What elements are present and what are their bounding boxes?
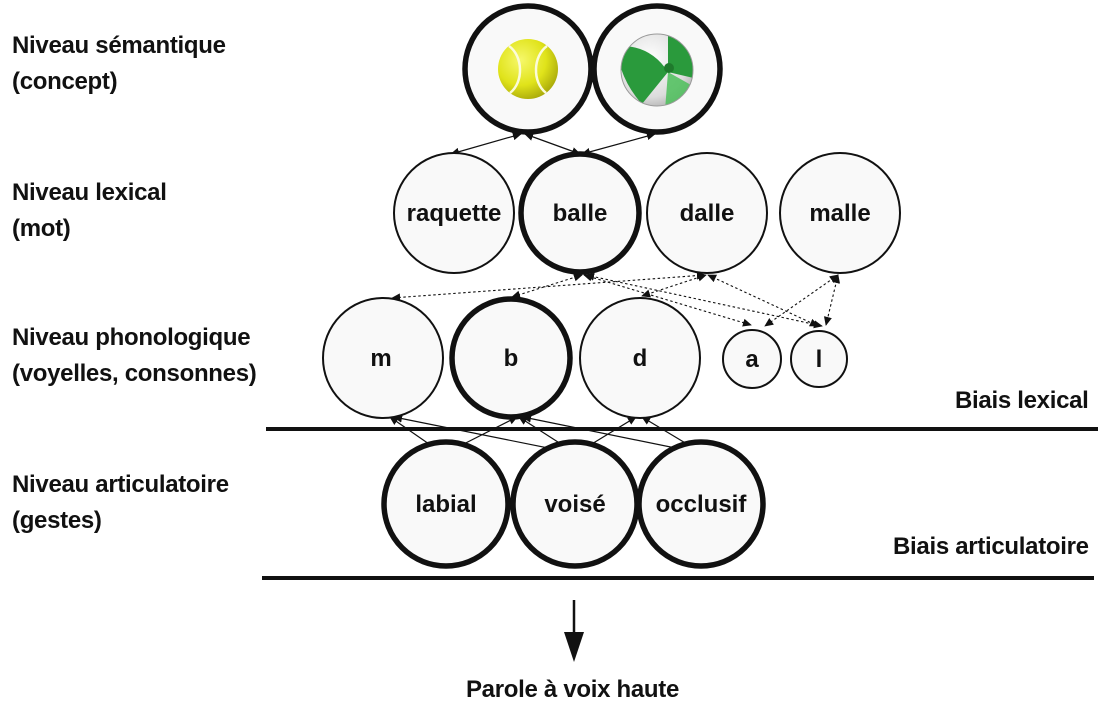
articulatory-node-occlusif: occlusif: [636, 439, 766, 569]
articulatory-level-label: Niveau articulatoire (gestes): [12, 467, 229, 539]
lexical-node-balle: balle: [518, 151, 642, 275]
phonological-node-b: b: [449, 296, 573, 420]
lexical-node-dalle: dalle: [646, 152, 768, 274]
phonological-node-a: a: [722, 329, 782, 389]
semantic-level-title: Niveau sémantique: [12, 32, 226, 59]
phonological-level-title: Niveau phonologique: [12, 324, 251, 351]
phonological-label-a: a: [745, 346, 759, 373]
lexical-level-label: Niveau lexical (mot): [12, 175, 167, 247]
lexical-level-title: Niveau lexical: [12, 179, 167, 206]
articulatory-label-labial: labial: [415, 491, 476, 518]
link-dalle-l: [707, 274, 819, 327]
link-balle-b: [511, 273, 583, 299]
phonological-label-l: l: [816, 346, 823, 373]
link-tennis-raquette: [450, 132, 522, 156]
connections: [389, 132, 841, 456]
articulatory-node-voise: voisé: [510, 439, 640, 569]
lexical-label-dalle: dalle: [680, 200, 735, 227]
phonological-label-d: d: [633, 345, 648, 372]
output-arrow: [564, 600, 584, 662]
link-tennis-balle: [524, 132, 581, 156]
semantic-level-subtitle: (concept): [12, 68, 118, 95]
lexical-bias-label: Biais lexical: [955, 387, 1089, 414]
articulatory-level-subtitle: (gestes): [12, 507, 102, 534]
articulatory-node-labial: labial: [381, 439, 511, 569]
phonological-label-b: b: [504, 345, 519, 372]
phonological-label-m: m: [370, 345, 391, 372]
phonological-node-l: l: [790, 330, 848, 388]
output-label: Parole à voix haute: [465, 676, 680, 703]
concept-node-beach-ball: [591, 3, 723, 135]
phonological-level-subtitle: (voyelles, consonnes): [12, 360, 257, 387]
lexical-label-malle: malle: [809, 200, 870, 227]
lexical-node-raquette: raquette: [393, 152, 515, 274]
link-dalle-d: [641, 273, 707, 298]
articulatory-label-occlusif: occlusif: [656, 491, 748, 518]
articulatory-level-title: Niveau articulatoire: [12, 471, 229, 498]
link-beach-balle: [581, 132, 656, 156]
tennis-ball-icon: [498, 39, 558, 99]
lexical-label-raquette: raquette: [407, 200, 502, 227]
articulatory-bias-label: Biais articulatoire: [893, 533, 1089, 560]
semantic-level-label: Niveau sémantique (concept): [12, 28, 226, 100]
link-malle-l: [823, 274, 841, 326]
lexical-level-subtitle: (mot): [12, 215, 71, 242]
lexical-node-malle: malle: [779, 152, 901, 274]
link-dalle-m: [391, 271, 706, 302]
phonological-level-label: Niveau phonologique (voyelles, consonnes…: [12, 320, 257, 392]
phonological-node-m: m: [322, 297, 444, 419]
link-malle-a: [764, 274, 839, 327]
lexical-label-balle: balle: [553, 200, 608, 227]
concept-node-tennis-ball: [462, 3, 594, 135]
articulatory-label-voise: voisé: [544, 491, 605, 518]
phonological-node-d: d: [579, 297, 701, 419]
